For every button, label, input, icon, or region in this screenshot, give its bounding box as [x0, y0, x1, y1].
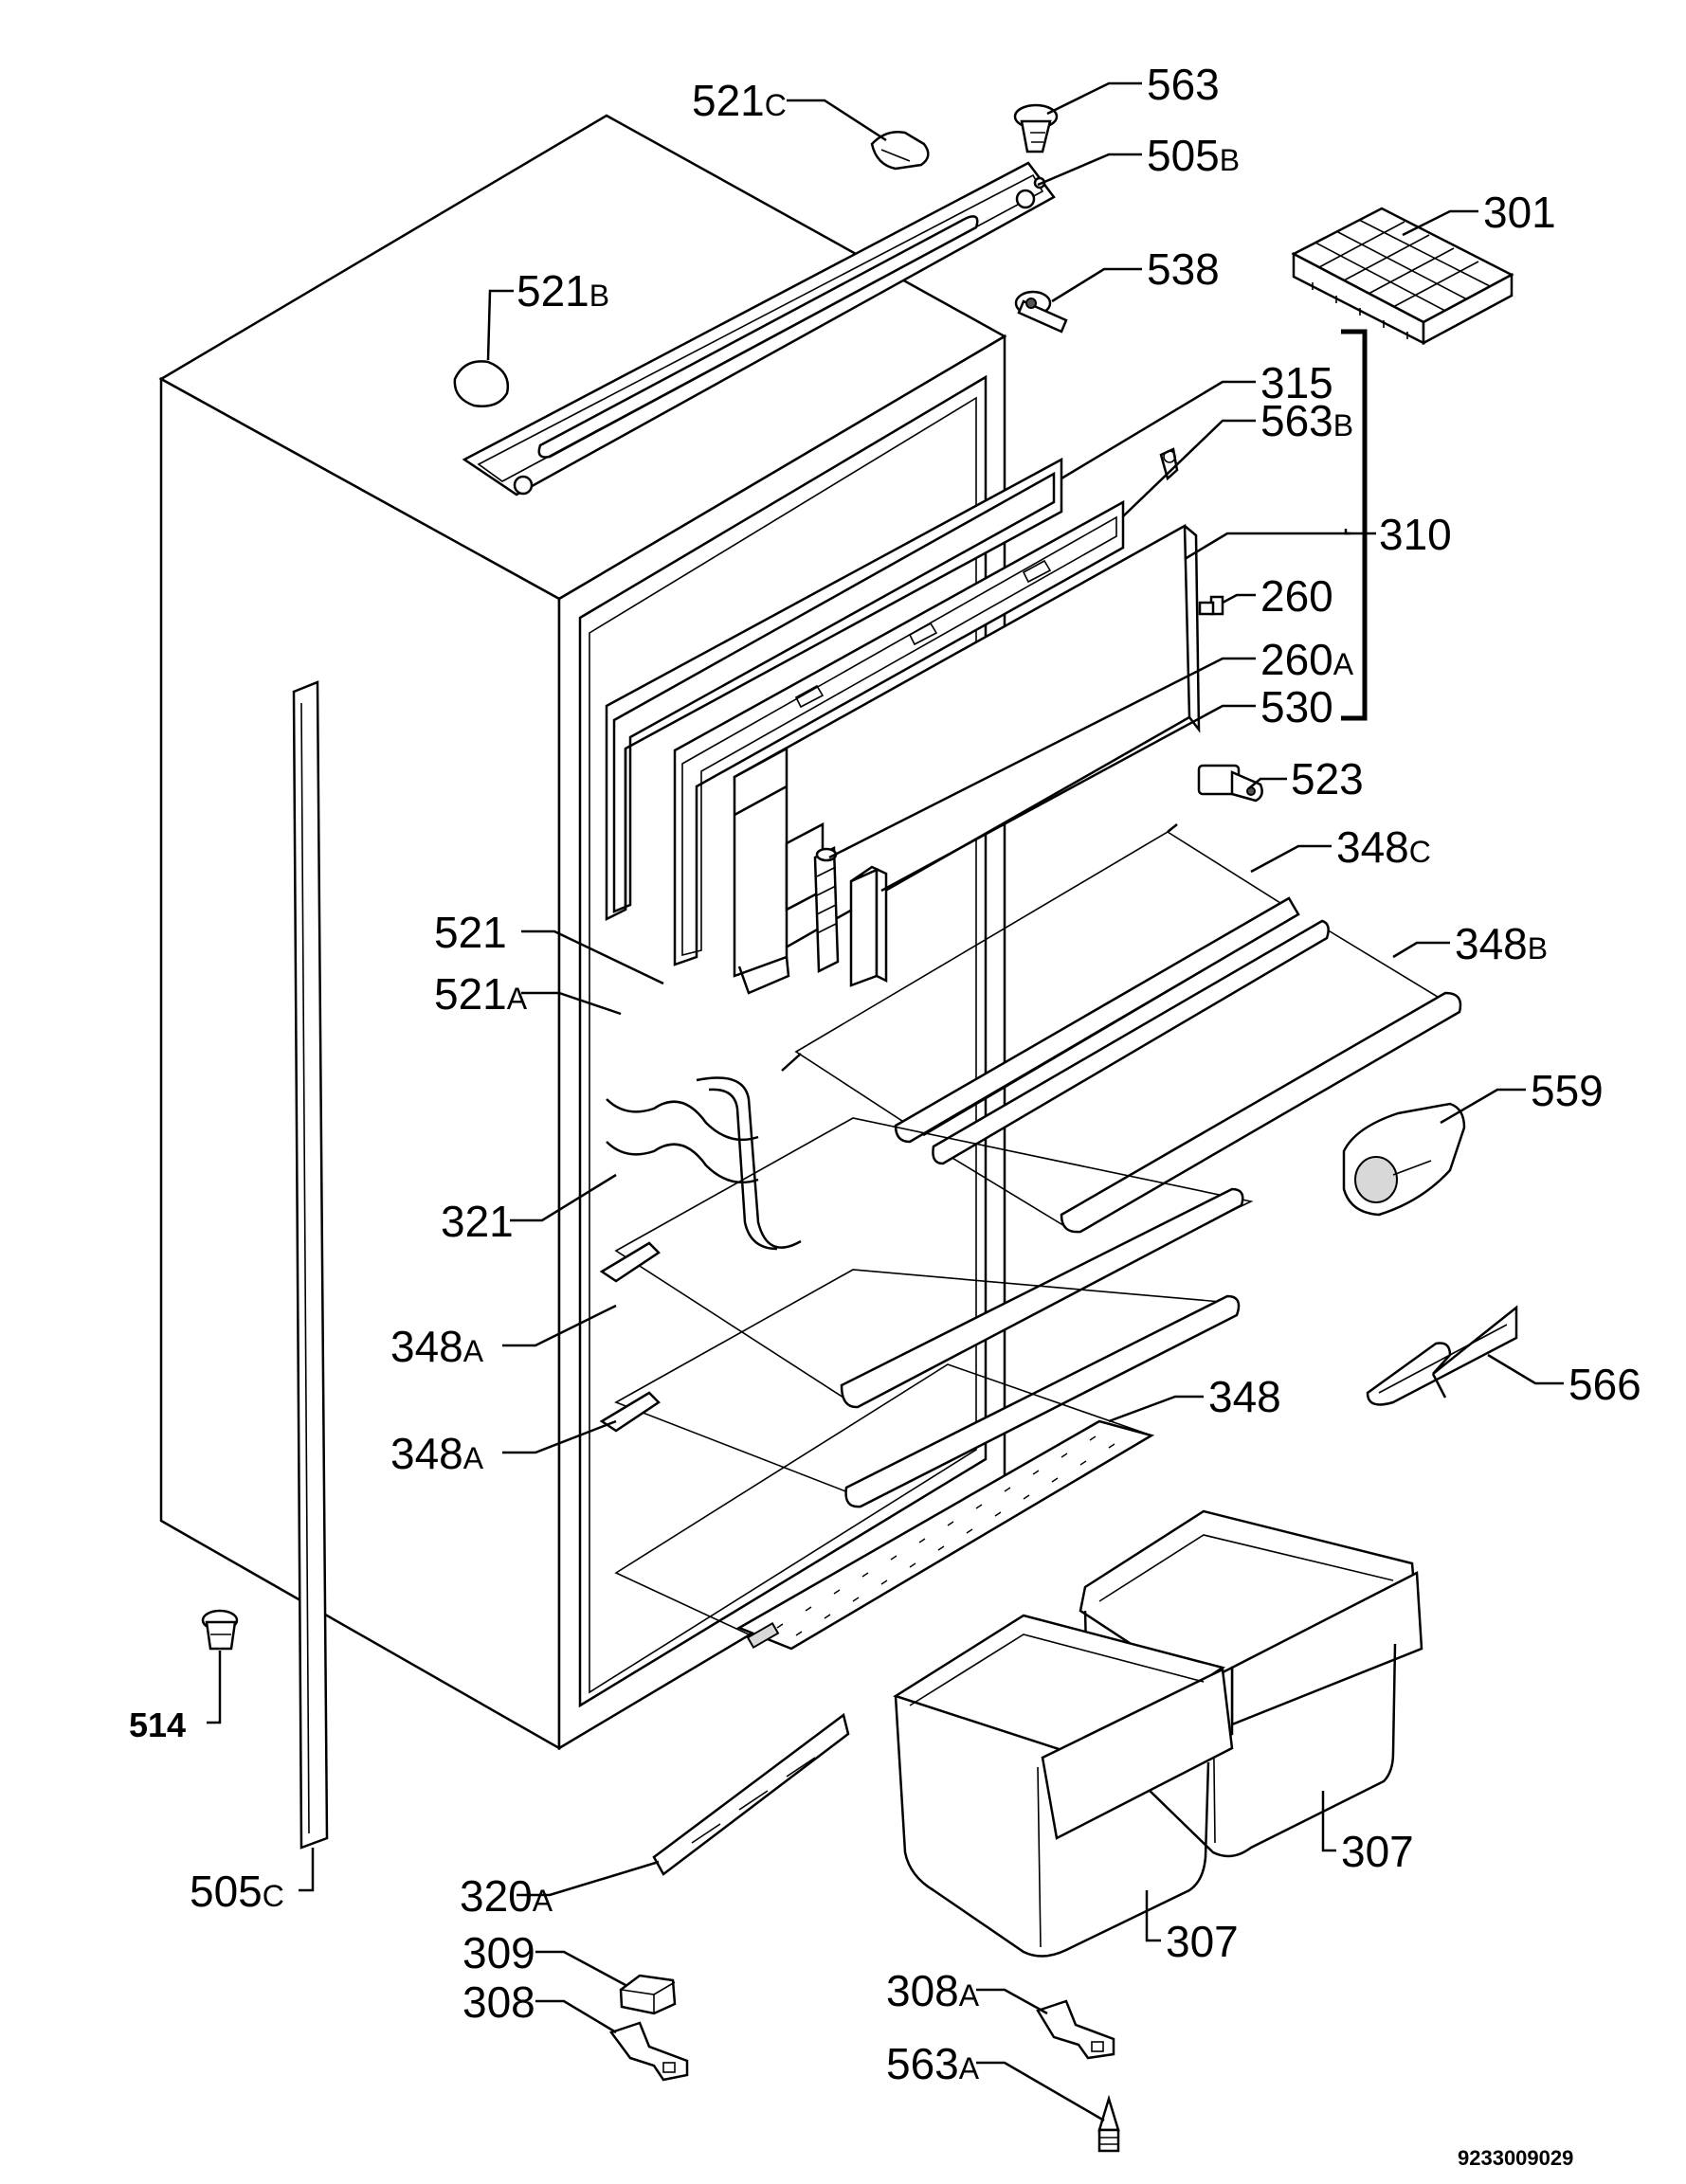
- callout-301: 301: [1483, 188, 1556, 237]
- callout-505c: 505C: [190, 1867, 284, 1916]
- glass-shelf-348a-upper: [599, 1117, 1254, 1409]
- callout-521: 521: [434, 908, 507, 957]
- callout-307-right: 307: [1341, 1827, 1414, 1876]
- thermostat-knob-559: [1342, 1102, 1466, 1217]
- screw-563a: [1097, 2094, 1120, 2153]
- callout-523: 523: [1291, 754, 1364, 803]
- hinge-bracket-538: [1014, 290, 1068, 334]
- callout-309: 309: [462, 1928, 535, 1977]
- callout-559: 559: [1531, 1066, 1604, 1115]
- lamp-holder-523: [1197, 764, 1263, 803]
- leader-lines: [207, 81, 1564, 2122]
- crisper-cover-348: [614, 1363, 1155, 1651]
- callout-521b: 521B: [517, 266, 609, 316]
- callout-521a: 521A: [434, 969, 528, 1019]
- evaporator-coil-321: [606, 1076, 802, 1251]
- foot-screw-514: [201, 1609, 239, 1651]
- glass-shelf-348b: [932, 919, 1462, 1234]
- callout-348a-lower: 348A: [390, 1429, 484, 1478]
- callout-563a: 563A: [886, 2039, 980, 2088]
- bracket-308a: [1036, 1999, 1115, 2060]
- glass-shelf-348c: [781, 823, 1300, 1144]
- clip-309: [619, 1974, 677, 2015]
- callout-315: 315: [1260, 358, 1333, 407]
- callout-260a: 260A: [1260, 635, 1354, 684]
- callout-320a: 320A: [460, 1871, 553, 1921]
- callout-260: 260: [1260, 571, 1333, 621]
- crisper-drawer-307-left: [893, 1614, 1234, 1958]
- hinge-cover-521c: [870, 131, 930, 171]
- rail-320a: [652, 1712, 850, 1876]
- freezer-door-530: [733, 523, 1201, 995]
- callout-348: 348: [1208, 1372, 1281, 1421]
- callout-321: 321: [441, 1197, 514, 1246]
- hinge-cover-521b: [453, 360, 510, 407]
- bracket-308: [608, 2021, 689, 2082]
- callout-505b: 505B: [1147, 131, 1240, 180]
- callout-348c: 348C: [1336, 822, 1431, 872]
- top-hinge-505b: [462, 161, 1056, 496]
- callout-348b: 348B: [1455, 919, 1548, 968]
- callout-307-left: 307: [1166, 1917, 1239, 1966]
- callout-530: 530: [1260, 682, 1333, 731]
- hinge-pin-563: [1013, 103, 1059, 153]
- callout-310: 310: [1379, 510, 1452, 559]
- callout-labels: 521C 563 505B 301 538 521B 315 563B 310 …: [129, 60, 1641, 2170]
- callout-538: 538: [1147, 244, 1220, 294]
- callout-514: 514: [129, 1706, 186, 1744]
- freezer-gasket-563b: [673, 499, 1125, 966]
- callout-348a-upper: 348A: [390, 1322, 484, 1371]
- callout-521c: 521C: [692, 76, 787, 125]
- bottle-rack-566: [1366, 1305, 1518, 1406]
- callout-563: 563: [1147, 60, 1220, 109]
- callout-566: 566: [1568, 1360, 1641, 1409]
- ice-tray-301: [1291, 207, 1514, 346]
- callout-308: 308: [462, 1977, 535, 2027]
- clip-260: [1198, 595, 1224, 616]
- callout-308a: 308A: [886, 1966, 980, 2015]
- small-clip-563b: [1159, 447, 1179, 481]
- cabinet-trim-strip-505c: [292, 680, 329, 1850]
- glass-shelf-348a-lower: [599, 1269, 1241, 1508]
- bracket-310: [1341, 329, 1368, 721]
- freezer-frame-315: [605, 457, 1063, 922]
- callout-563b: 563B: [1260, 396, 1353, 445]
- door-handle-part: [849, 865, 888, 987]
- document-number: 9233009029: [1458, 2146, 1573, 2170]
- door-hinge-pin-part: [813, 846, 840, 973]
